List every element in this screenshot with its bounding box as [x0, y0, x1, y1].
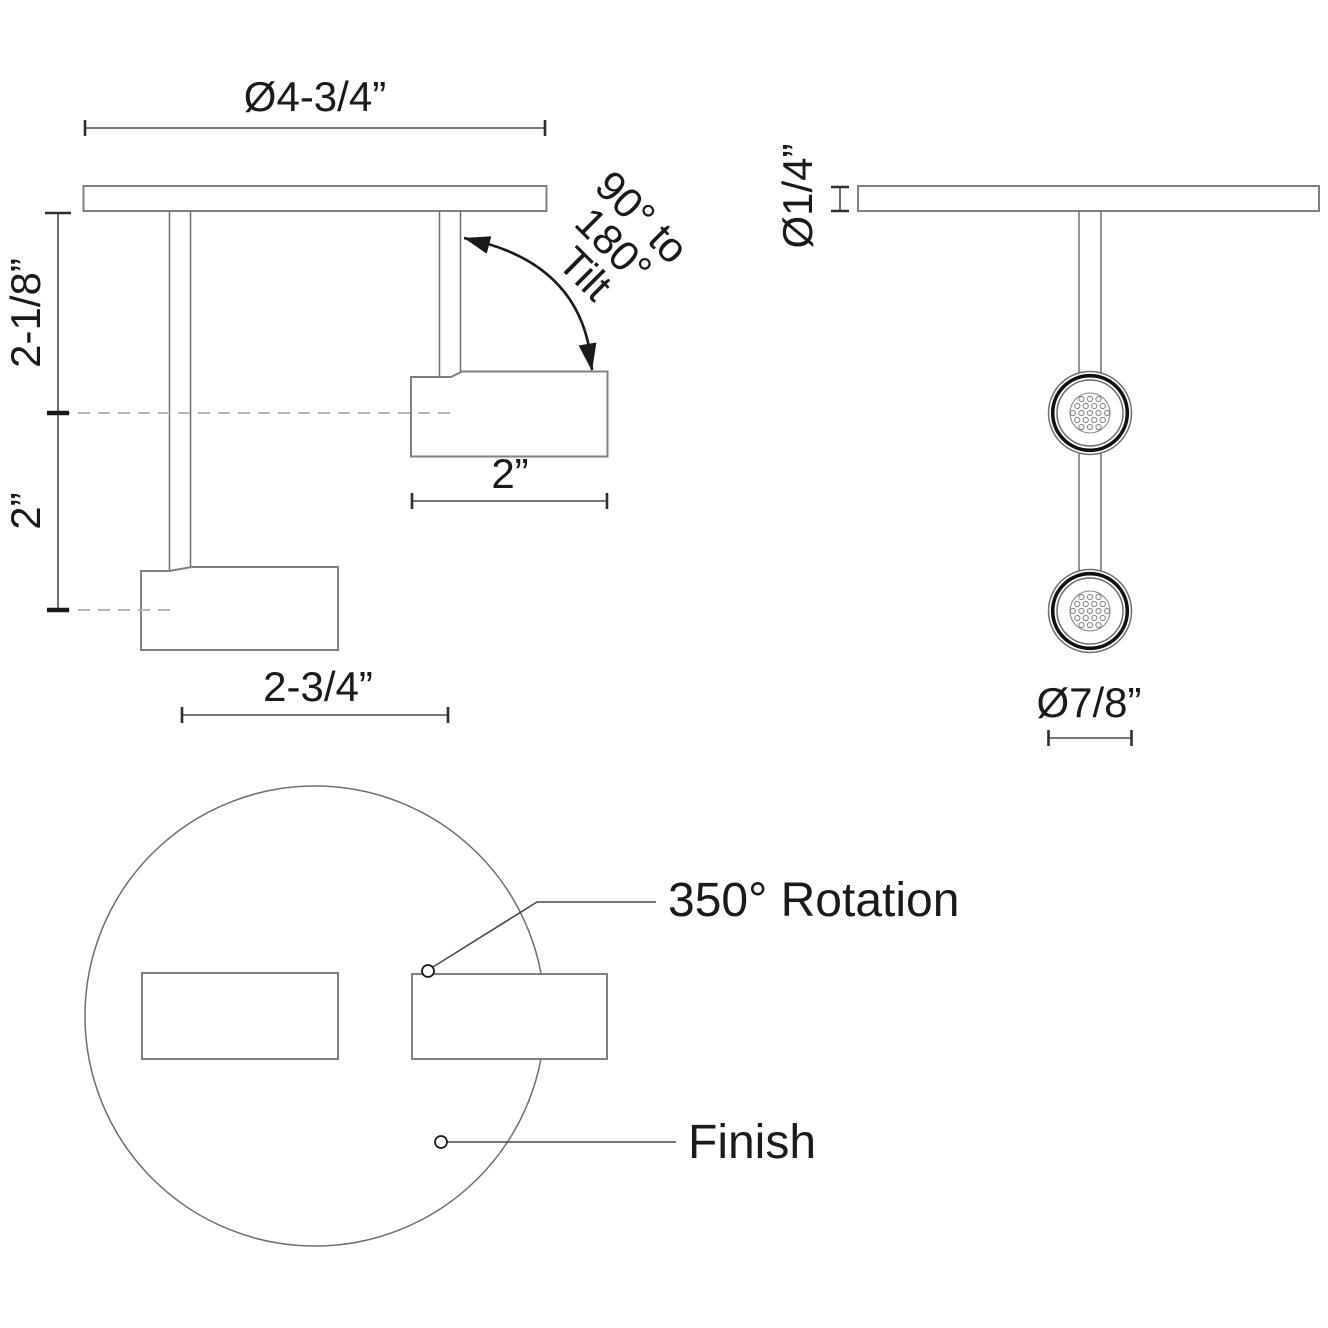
upper-head-length-label: 2” [491, 450, 528, 497]
head-diameter-label: Ø7/8” [1036, 679, 1141, 726]
lower-head-face [1046, 567, 1134, 655]
front-view: Ø4-3/4” 2-1/8” 2” [2, 73, 698, 723]
lower-head-top [141, 972, 339, 1060]
leader-line [432, 901, 656, 968]
tilt-label-block: 90° to 180° Tilt [549, 161, 697, 309]
rotation-label: 350° Rotation [668, 874, 959, 927]
leader-node [421, 964, 435, 978]
tilt-arrow-end [578, 342, 597, 371]
finish-callout: Finish [434, 1116, 816, 1169]
upper-head-top [411, 973, 608, 1060]
lower-head-length-dimension: 2-3/4” [180, 663, 450, 723]
leader-node [434, 1135, 448, 1149]
canopy-diameter-label: Ø4-3/4” [244, 73, 386, 120]
side-view: Ø1/4” Ø7/8” [774, 143, 1320, 746]
top-view: 350° Rotation Finish [84, 785, 959, 1247]
tilt-arrow-start [464, 236, 492, 254]
canopy-front [82, 185, 548, 212]
lower-drop-label: 2” [2, 492, 49, 529]
upper-head-length-dimension: 2” [410, 450, 609, 509]
upper-head-cylinder [410, 370, 609, 458]
canopy-thickness-label: Ø1/4” [774, 143, 821, 248]
head-diameter-dimension: Ø7/8” [1036, 679, 1142, 746]
canopy-thickness-dimension: Ø1/4” [774, 143, 849, 249]
height-dimension: 2-1/8” 2” [2, 211, 71, 613]
canopy-diameter-dimension: Ø4-3/4” [83, 73, 547, 136]
lower-head-cylinder [140, 566, 339, 651]
lower-head-stem [168, 211, 192, 571]
upper-head-stem [438, 211, 462, 377]
canopy-side [857, 185, 1320, 212]
rotation-callout: 350° Rotation [421, 874, 959, 978]
finish-label: Finish [688, 1116, 816, 1169]
upper-head-face [1046, 369, 1134, 457]
upper-drop-label: 2-1/8” [2, 258, 49, 368]
lower-head-length-label: 2-3/4” [263, 663, 373, 710]
